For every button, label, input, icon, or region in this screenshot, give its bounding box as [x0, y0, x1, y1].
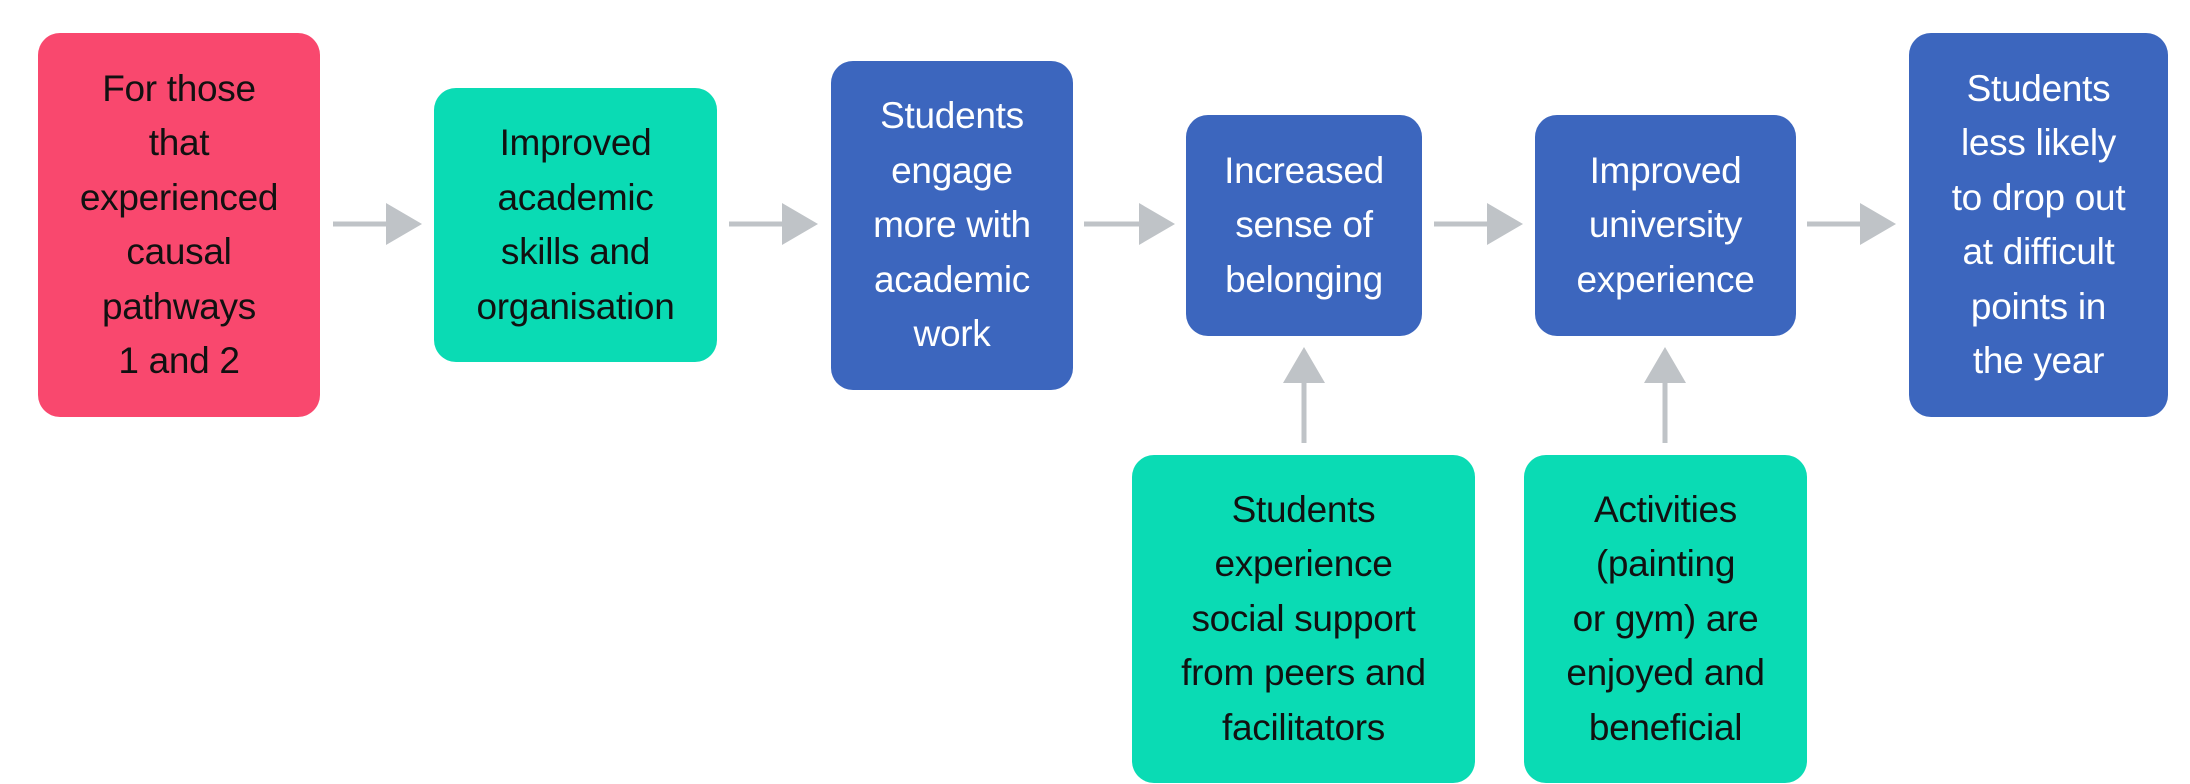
node-activities-enjoyed: Activities (painting or gym) are enjoyed… [1524, 455, 1807, 783]
node-label: Increased sense of belonging [1224, 149, 1384, 300]
node-university-experience: Improved university experience [1535, 115, 1796, 336]
node-improved-academic-skills: Improved academic skills and organisatio… [434, 88, 717, 362]
node-label: Improved academic skills and organisatio… [476, 122, 675, 327]
node-label: Students less likely to drop out at diff… [1951, 67, 2126, 382]
arrow-right-icon [333, 203, 422, 245]
node-social-support: Students experience social support from … [1132, 455, 1475, 783]
node-label: Activities (painting or gym) are enjoyed… [1566, 488, 1765, 748]
arrow-right-icon [1084, 203, 1175, 245]
node-label: Improved university experience [1576, 149, 1755, 300]
node-sense-of-belonging: Increased sense of belonging [1186, 115, 1422, 336]
node-label: Students engage more with academic work [873, 95, 1031, 355]
node-causal-pathways-input: For those that experienced causal pathwa… [38, 33, 320, 417]
node-less-likely-drop-out: Students less likely to drop out at diff… [1909, 33, 2168, 417]
arrow-right-icon [1807, 203, 1896, 245]
node-label: For those that experienced causal pathwa… [79, 67, 279, 382]
arrow-right-icon [1434, 203, 1523, 245]
arrow-up-icon [1283, 347, 1325, 443]
arrow-up-icon [1644, 347, 1686, 443]
node-engage-academic-work: Students engage more with academic work [831, 61, 1073, 390]
arrow-right-icon [729, 203, 818, 245]
node-label: Students experience social support from … [1181, 488, 1426, 748]
